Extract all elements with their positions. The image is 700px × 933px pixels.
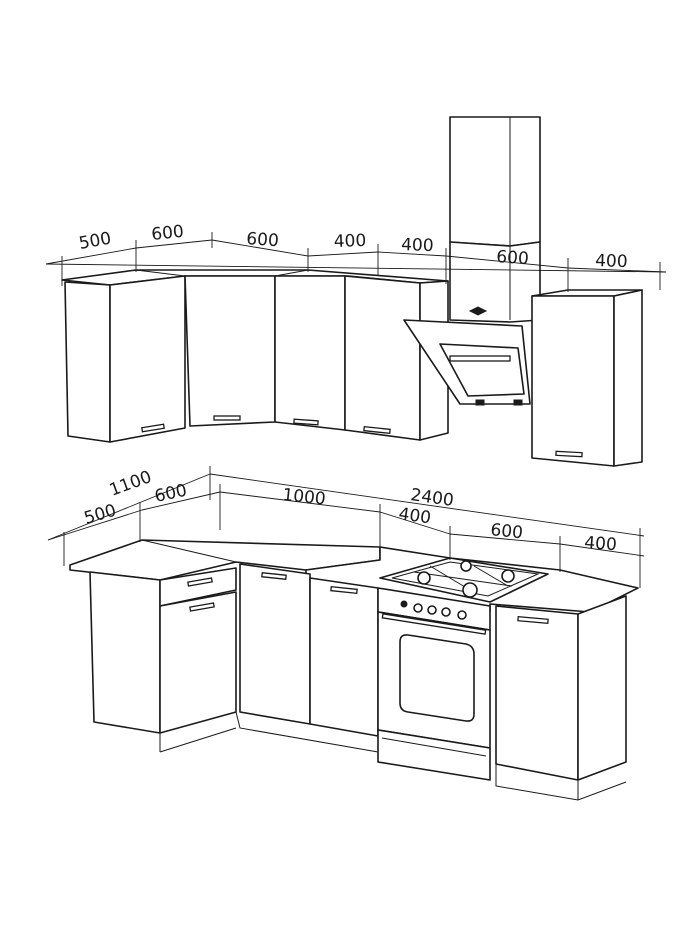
- wall-cabinet-door: [184, 275, 276, 427]
- base-dimension-label: 400: [584, 533, 618, 555]
- base-drawer-front: [159, 567, 237, 607]
- handle: [213, 415, 241, 421]
- base-dimension-label: 400: [397, 504, 432, 528]
- hood-lamp: [475, 399, 485, 406]
- stove-knob-icon: [400, 600, 408, 608]
- base-dimension-label: 600: [489, 520, 523, 543]
- base-units: 1100 2400 500 600 1000 400 600 400: [47, 466, 645, 801]
- stove-knob-icon: [427, 605, 437, 615]
- handle: [261, 572, 287, 580]
- wall-dimension-label: 400: [333, 231, 366, 252]
- wall-cabinet-door: [531, 295, 615, 467]
- wall-cabinet-door: [274, 275, 346, 431]
- wall-cabinet-door: [344, 275, 421, 441]
- oven-window: [399, 634, 475, 722]
- base-corner-side-panel: [89, 571, 161, 734]
- base-side-panel: [577, 595, 627, 781]
- hood-duct-upper: [449, 116, 541, 247]
- wall-dimension-label: 500: [77, 229, 112, 254]
- base-dimension-label: 600: [153, 481, 189, 507]
- handle: [187, 577, 213, 587]
- burner-icon: [462, 582, 478, 598]
- burner-icon: [501, 569, 515, 583]
- wall-corner-side-panel: [64, 281, 111, 443]
- vent-icon: [468, 306, 488, 316]
- base-door: [495, 605, 579, 781]
- stove-knob-icon: [457, 610, 467, 620]
- handle: [141, 423, 165, 433]
- wall-corner-door: [109, 275, 186, 443]
- base-door: [309, 577, 379, 737]
- hood-lamp: [513, 399, 523, 406]
- burner-icon: [417, 571, 431, 585]
- base-dimension-lines: [47, 466, 645, 588]
- stove-top: [379, 557, 549, 603]
- wall-dimension-label: 400: [401, 235, 434, 256]
- base-door: [159, 591, 237, 734]
- wall-dimension-label: 600: [246, 229, 280, 251]
- handle: [330, 585, 358, 595]
- hood-control-strip: [449, 355, 511, 362]
- base-door: [239, 563, 311, 725]
- handle: [555, 450, 583, 458]
- wall-dimension-label: 600: [150, 222, 184, 245]
- oven-handle: [381, 613, 487, 635]
- base-dimension-label: 1000: [281, 485, 326, 509]
- base-dimension-label: 500: [82, 501, 119, 529]
- base-overall-label: 1100: [107, 467, 154, 501]
- gas-stove: [377, 557, 549, 781]
- handle: [517, 615, 549, 625]
- wall-dimension-lines: [45, 232, 667, 292]
- handle: [293, 418, 319, 426]
- burner-icon: [460, 560, 472, 572]
- handle: [363, 425, 391, 435]
- wall-dimension-label: 400: [595, 251, 628, 272]
- wall-units: 500 600 600 400 400 600 400: [45, 116, 667, 467]
- stove-knob-icon: [413, 603, 423, 613]
- handle: [189, 602, 215, 612]
- wall-dimension-label: 600: [496, 247, 530, 269]
- stove-knob-icon: [441, 607, 451, 617]
- wall-cabinet-side-panel: [613, 289, 643, 467]
